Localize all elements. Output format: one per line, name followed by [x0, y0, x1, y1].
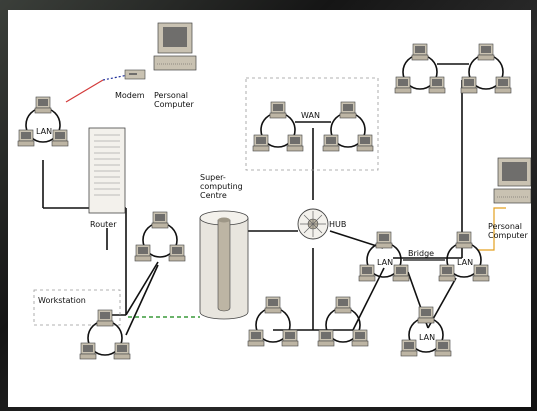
lan-bridge-left	[359, 232, 409, 281]
lan-bridge-right	[439, 232, 489, 281]
lan-bridge-right-label: LAN	[457, 258, 473, 267]
lan-top-right-right	[461, 44, 511, 93]
workstation-lan	[80, 310, 130, 359]
router-label: Router	[90, 220, 117, 229]
modem-icon	[124, 69, 146, 80]
wan-ring-left	[253, 102, 303, 151]
lan-bottom-right	[401, 307, 451, 356]
modem-link	[65, 79, 104, 103]
modem-label: Modem	[115, 91, 145, 100]
wan-label: WAN	[301, 111, 320, 120]
modem-phone-line	[102, 74, 129, 81]
lan-bridge-left-label: LAN	[377, 258, 393, 267]
workstation-label: Workstation	[38, 296, 86, 305]
wan-ring-right	[323, 102, 373, 151]
router-icon	[88, 127, 126, 214]
hub-label: HUB	[329, 220, 346, 229]
supercomputing-centre-icon	[199, 210, 249, 320]
lan-top-right-left	[395, 44, 445, 93]
personal-computer-right-icon	[493, 157, 532, 204]
lan-top-left	[18, 97, 68, 146]
lan-left-middle	[135, 212, 185, 261]
lan-bottom-center-right	[318, 297, 368, 346]
lan-bottom-center-left	[248, 297, 298, 346]
workstation-boundary	[33, 289, 121, 326]
bridge-label: Bridge	[408, 249, 434, 258]
hub-icon	[297, 208, 329, 240]
personal-computer-right-link	[478, 207, 506, 251]
lan-bottom-right-label: LAN	[419, 333, 435, 342]
wan-boundary	[245, 77, 379, 171]
lan-top-left-label: LAN	[36, 127, 52, 136]
personal-computer-top-icon	[153, 22, 197, 71]
